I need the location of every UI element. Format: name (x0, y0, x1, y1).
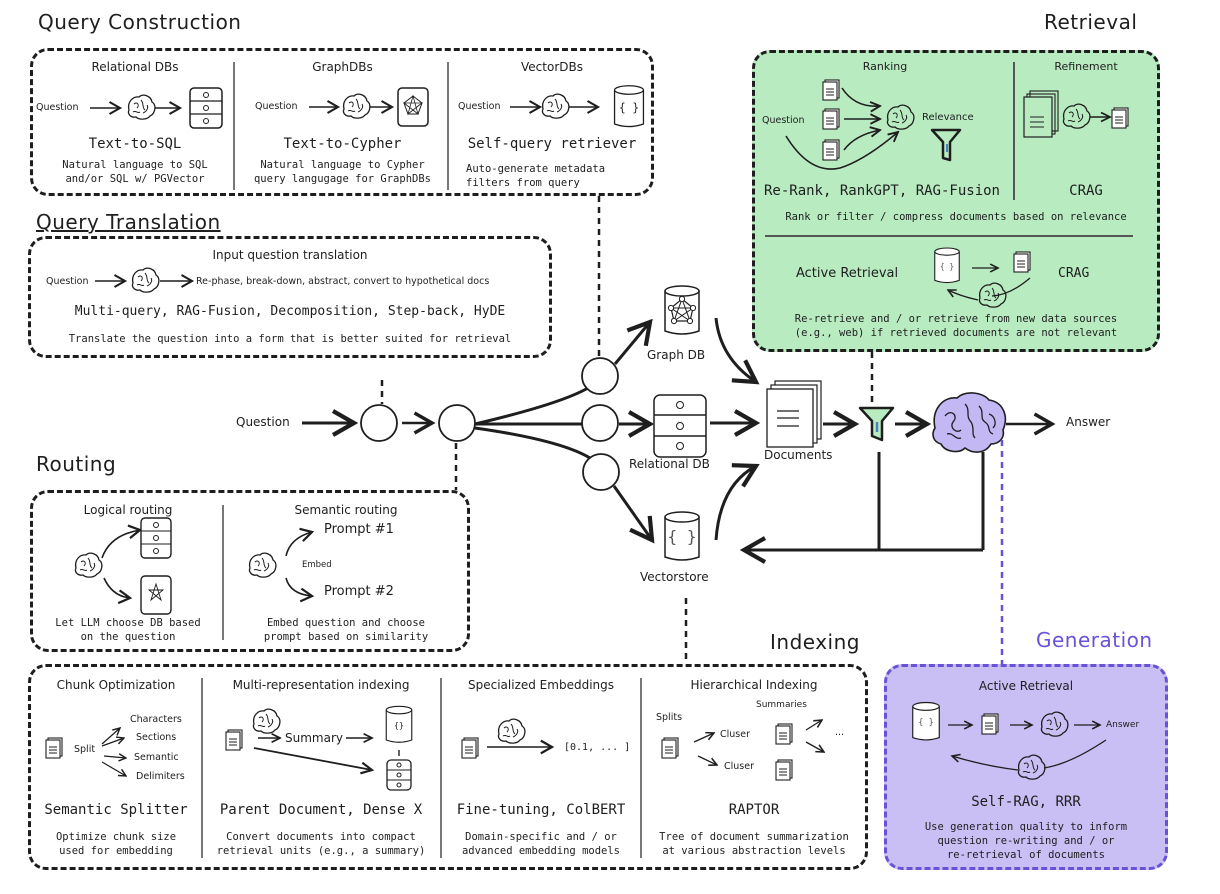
vector-node (582, 453, 620, 491)
qt-output: Re-phase, break-down, abstract, convert … (196, 276, 490, 287)
retrieval-shared-desc: Rank or filter / compress documents base… (785, 211, 1127, 223)
multi-rep-subtitle: Multi-representation indexing (232, 678, 410, 692)
divider (233, 62, 235, 190)
divider (440, 678, 442, 858)
indexing-panel (28, 664, 868, 870)
qc-vector-method: Self-query retriever (467, 136, 637, 152)
summaries-label: Summaries (756, 700, 807, 710)
routing-title: Routing (36, 452, 117, 476)
ellipsis-label: ... (835, 727, 845, 738)
qc-vector-subtitle: VectorDBs (521, 60, 583, 74)
qc-graph-input: Question (255, 101, 298, 112)
hierarchical-method: RAPTOR (728, 802, 780, 818)
qt-input: Question (46, 276, 89, 287)
documents-label: Documents (764, 448, 833, 462)
flow-question-label: Question (236, 415, 290, 429)
specialized-emb-method: Fine-tuning, ColBERT (456, 802, 626, 818)
divider (201, 678, 203, 858)
generation-title: Generation (1036, 628, 1153, 652)
divider (222, 505, 224, 640)
flow-graph-db-icon (664, 285, 700, 335)
split-target-characters: Characters (130, 714, 182, 725)
vector-label: [0.1, ... ] (564, 742, 631, 753)
cluster-label-2: Cluser (724, 761, 754, 772)
hierarchical-subtitle: Hierarchical Indexing (690, 678, 818, 692)
relevance-label: Relevance (922, 112, 974, 123)
documents-icon (766, 380, 822, 448)
qt-subtitle: Input question translation (212, 248, 368, 262)
retrieval-panel (752, 50, 1160, 352)
flow-vectorstore-icon: { } (664, 511, 700, 561)
semantic-routing-subtitle: Semantic routing (294, 503, 398, 517)
qc-graph-subtitle: GraphDBs (312, 60, 373, 74)
qc-relational-input: Question (36, 102, 79, 113)
active-retrieval-label: Active Retrieval (796, 266, 899, 281)
qc-graph-method: Text-to-Cypher (283, 136, 402, 152)
qc-vector-input: Question (458, 101, 501, 112)
graph-node (581, 357, 619, 395)
qt-desc: Translate the question into a form that … (68, 333, 512, 345)
active-retrieval-desc: Re-retrieve and / or retrieve from new d… (794, 313, 1118, 339)
splits-label: Splits (656, 712, 683, 723)
answer-label: Answer (1066, 415, 1111, 429)
ranking-methods: Re-Rank, RankGPT, RAG-Fusion (763, 183, 1000, 199)
multi-rep-method: Parent Document, Dense X (219, 802, 423, 818)
relational-db-label: Relational DB (629, 457, 710, 471)
divider (447, 62, 449, 190)
graph-db-label: Graph DB (647, 348, 706, 362)
split-target-semantic: Semantic (134, 752, 179, 763)
specialized-emb-subtitle: Specialized Embeddings (468, 678, 614, 692)
generation-subtitle: Active Retrieval (978, 679, 1074, 693)
embed-label: Embed (302, 560, 332, 570)
chunk-opt-method: Semantic Splitter (44, 802, 188, 818)
chunk-opt-subtitle: Chunk Optimization (56, 678, 176, 692)
qc-relational-method: Text-to-SQL (88, 136, 182, 152)
refinement-subtitle: Refinement (1054, 60, 1118, 73)
query-construction-panel (30, 48, 654, 196)
prompt-1-label: Prompt #1 (324, 522, 394, 537)
query-translation-panel (28, 236, 552, 358)
ranking-input: Question (762, 115, 805, 126)
indexing-title: Indexing (770, 630, 860, 654)
divider (765, 235, 1133, 237)
logical-routing-subtitle: Logical routing (83, 503, 173, 517)
relational-node (581, 404, 619, 442)
llm-brain-icon (932, 392, 1007, 453)
query-construction-title: Query Construction (38, 10, 242, 34)
generation-methods: Self-RAG, RRR (971, 794, 1081, 810)
routing-panel (30, 490, 470, 652)
active-retrieval-methods: CRAG (1058, 266, 1090, 281)
refinement-methods: CRAG (1069, 183, 1103, 199)
split-target-sections: Sections (136, 732, 177, 743)
flow-relational-db-icon (653, 394, 707, 458)
split-label: Split (74, 744, 96, 755)
divider (1013, 62, 1015, 200)
summary-label: Summary (285, 731, 343, 745)
vectorstore-label: Vectorstore (640, 570, 709, 584)
prompt-2-label: Prompt #2 (324, 584, 394, 599)
qc-relational-subtitle: Relational DBs (91, 60, 179, 74)
ranking-subtitle: Ranking (862, 60, 908, 73)
divider (640, 678, 642, 858)
generation-answer: Answer (1106, 720, 1140, 730)
split-target-delimiters: Delimiters (136, 771, 185, 782)
qt-methods: Multi-query, RAG-Fusion, Decomposition, … (74, 304, 506, 319)
query-translation-title: Query Translation (36, 210, 221, 234)
svg-text:{ }: { } (668, 527, 697, 546)
construct-node (438, 404, 476, 442)
relevance-filter-icon (858, 406, 895, 442)
cluster-label-1: Cluser (720, 729, 750, 740)
retrieval-title: Retrieval (1044, 10, 1138, 34)
router-node (360, 404, 398, 442)
